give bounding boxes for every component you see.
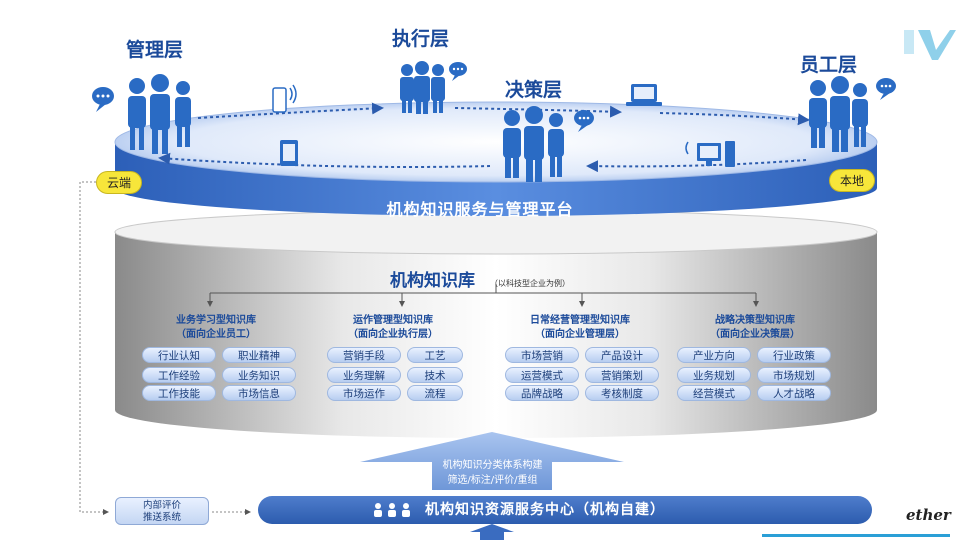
knowledge-pill: 流程 [407, 385, 463, 401]
knowledge-pill: 人才战略 [757, 385, 831, 401]
knowledge-pill: 运营模式 [505, 367, 579, 383]
people-group-decision [503, 106, 564, 182]
category-audience: （面向企业执行层） [348, 329, 438, 340]
role-title-execution: 执行层 [392, 28, 450, 50]
phone-icon [272, 84, 297, 113]
knowledge-pill: 考核制度 [585, 385, 659, 401]
cloud-tag: 云端 [96, 171, 143, 194]
knowledge-pill: 工艺 [407, 347, 463, 363]
knowledge-pill: 行业政策 [757, 347, 831, 363]
knowledge-pill: 市场信息 [222, 385, 296, 401]
knowledge-pill: 产品设计 [585, 347, 659, 363]
category-audience: （面向企业决策层） [710, 329, 800, 340]
resource-center-bar [258, 496, 872, 524]
category-daily-management: 日常经营管理型知识库 （面向企业管理层） [495, 314, 665, 342]
people-icon [374, 503, 410, 517]
knowledge-pill: 技术 [407, 367, 463, 383]
knowledge-pill: 市场营销 [505, 347, 579, 363]
category-audience: （面向企业管理层） [535, 329, 625, 340]
arrow-text-line2: 筛选/标注/评价/重组 [447, 475, 538, 486]
category-strategy: 战略决策型知识库 （面向企业决策层） [670, 314, 840, 342]
knowledge-pill: 工作经验 [142, 367, 216, 383]
category-operations: 运作管理型知识库 （面向企业执行层） [308, 314, 478, 342]
laptop-icon [626, 84, 662, 106]
knowledge-pill: 营销策划 [585, 367, 659, 383]
knowledge-pill: 业务规划 [677, 367, 751, 383]
knowledge-pill: 市场运作 [327, 385, 401, 401]
resource-center-title: 机构知识资源服务中心（机构自建） [425, 502, 665, 518]
signature: ether [906, 506, 951, 524]
arrow-text-line1: 机构知识分类体系构建 [442, 460, 543, 471]
eval-box-line1: 内部评价 [142, 500, 181, 511]
knowledge-pill: 工作技能 [142, 385, 216, 401]
role-title-decision: 决策层 [505, 79, 563, 101]
knowledge-pill: 职业精神 [222, 347, 296, 363]
people-group-execution [400, 61, 445, 114]
knowledge-pill: 品牌战略 [505, 385, 579, 401]
category-name: 运作管理型知识库 [353, 315, 433, 326]
category-learning: 业务学习型知识库 （面向企业员工） [131, 314, 301, 342]
category-name: 日常经营管理型知识库 [530, 315, 630, 326]
tablet-icon [280, 140, 298, 166]
desktop-computer-icon [685, 141, 735, 167]
category-name: 业务学习型知识库 [176, 315, 256, 326]
category-name: 战略决策型知识库 [715, 315, 795, 326]
local-tag: 本地 [829, 169, 876, 192]
knowledge-pill: 行业认知 [142, 347, 216, 363]
library-title-group: 机构知识库 （以科技型企业为例） [0, 266, 960, 291]
people-group-management [128, 74, 191, 154]
knowledge-pill: 产业方向 [677, 347, 751, 363]
eval-box-line2: 推送系统 [142, 512, 181, 523]
knowledge-pill: 业务知识 [222, 367, 296, 383]
classification-arrow-text: 机构知识分类体系构建 筛选/标注/评价/重组 [400, 458, 585, 488]
internal-evaluation-box: 内部评价 推送系统 [115, 497, 209, 525]
role-title-management: 管理层 [126, 39, 184, 61]
knowledge-pill: 营销手段 [327, 347, 401, 363]
library-title: 机构知识库 [389, 271, 475, 291]
knowledge-pill: 经营模式 [677, 385, 751, 401]
people-group-staff [809, 76, 868, 152]
role-title-staff: 员工层 [800, 54, 858, 76]
logo-icon [904, 30, 956, 60]
knowledge-pill: 市场规划 [757, 367, 831, 383]
platform-title: 机构知识服务与管理平台 [386, 200, 574, 219]
library-subtitle: （以科技型企业为例） [490, 279, 571, 288]
knowledge-pill: 业务理解 [327, 367, 401, 383]
category-audience: （面向企业员工） [176, 329, 256, 340]
